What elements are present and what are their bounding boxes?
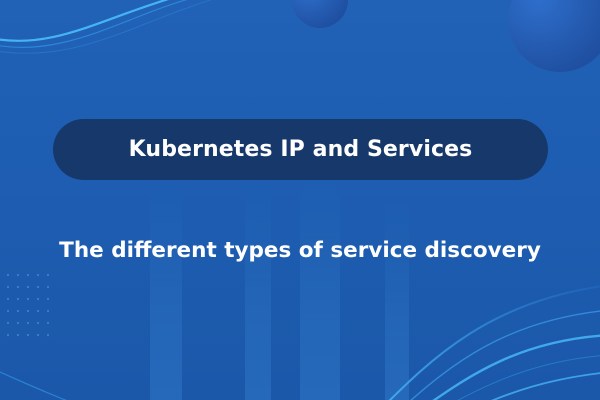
decor-bars bbox=[150, 170, 409, 400]
decor-wave-bottom-right bbox=[388, 285, 600, 400]
decor-wave-top-left bbox=[0, 0, 212, 54]
title-pill: Kubernetes IP and Services bbox=[53, 119, 548, 180]
decor-circle-small bbox=[292, 0, 348, 28]
decor-wave-bottom-left bbox=[0, 371, 67, 400]
decor-circle-large bbox=[508, 0, 600, 72]
banner-subtitle: The different types of service discovery bbox=[59, 238, 541, 263]
decor-dot-grid bbox=[6, 273, 50, 337]
banner-title: Kubernetes IP and Services bbox=[128, 137, 473, 162]
